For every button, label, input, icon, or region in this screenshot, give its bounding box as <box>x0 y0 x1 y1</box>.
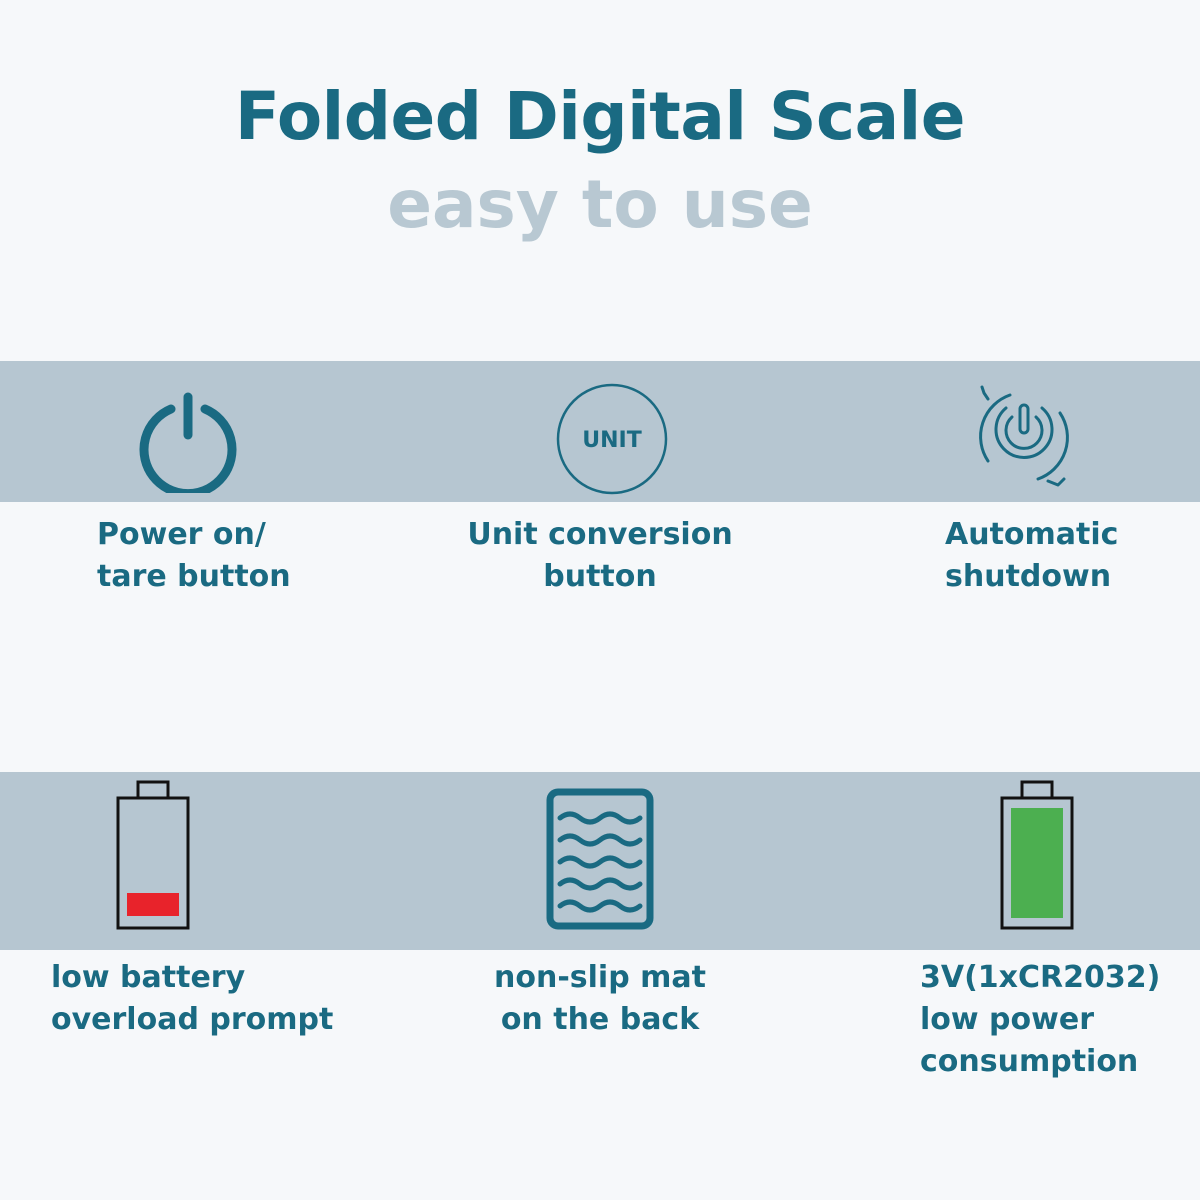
non-slip-mat-icon <box>546 788 654 930</box>
page-title: Folded Digital Scale <box>234 78 966 155</box>
feature-label-unit: Unit conversion button <box>440 514 760 598</box>
feature-label-auto-shutdown: Automatic shutdown <box>945 514 1118 598</box>
feature-label-non-slip: non-slip mat on the back <box>450 957 750 1041</box>
feature-label-line: low battery <box>51 960 246 995</box>
feature-label-line: on the back <box>500 1002 700 1037</box>
low-battery-icon <box>116 780 190 932</box>
feature-band-top <box>0 361 1200 502</box>
power-icon <box>136 389 240 493</box>
feature-label-power-consumption: 3V(1xCR2032) low power consumption <box>920 957 1160 1083</box>
feature-label-line: low power <box>920 1002 1094 1037</box>
feature-label-line: overload prompt <box>51 1002 334 1037</box>
feature-label-line: Power on/ <box>97 517 266 552</box>
feature-label-line: button <box>543 559 657 594</box>
page-subtitle: easy to use <box>387 166 813 243</box>
feature-label-line: non-slip mat <box>494 960 706 995</box>
feature-label-line: Unit conversion <box>467 517 733 552</box>
full-battery-icon <box>1000 780 1074 932</box>
feature-label-line: 3V(1xCR2032) <box>920 960 1161 995</box>
feature-label-line: tare button <box>97 559 291 594</box>
feature-label-low-battery: low battery overload prompt <box>51 957 333 1041</box>
unit-icon-text: UNIT <box>582 428 641 453</box>
feature-label-line: consumption <box>920 1044 1139 1079</box>
unit-icon: UNIT <box>555 382 669 496</box>
feature-label-line: Automatic <box>945 517 1119 552</box>
feature-label-power: Power on/ tare button <box>97 514 291 598</box>
auto-shutdown-icon <box>966 383 1082 491</box>
feature-label-line: shutdown <box>945 559 1112 594</box>
